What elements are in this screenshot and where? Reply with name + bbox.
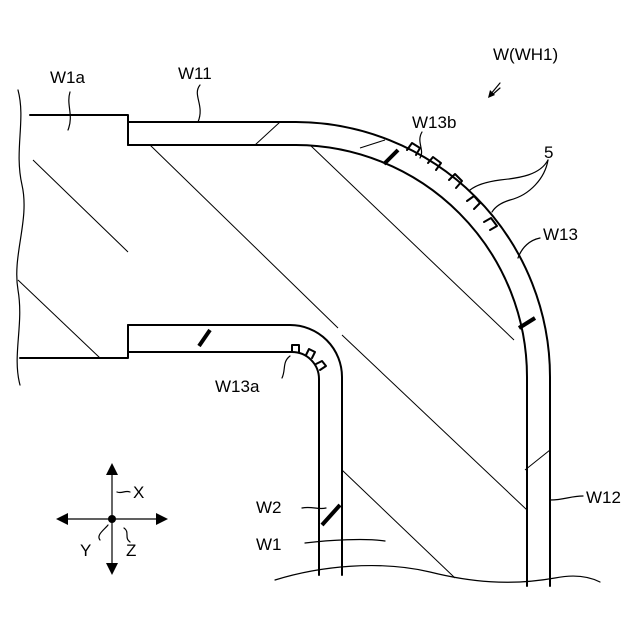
outer-wall-outside [128, 122, 550, 586]
label-w13a: W13a [215, 377, 260, 396]
axis-label-y: Y [80, 541, 91, 560]
workpiece-arrowhead [488, 90, 495, 98]
axis-label-z: Z [126, 541, 136, 560]
bottom-break-line [275, 566, 600, 583]
axis-label-x: X [133, 483, 144, 502]
inner-wall-outside [128, 325, 342, 575]
left-block-bottom [20, 352, 128, 358]
label-w2: W2 [256, 498, 282, 517]
leader-lines [68, 83, 583, 543]
label-w1a: W1a [50, 68, 86, 87]
left-break-line [17, 90, 24, 385]
label-w1: W1 [256, 535, 282, 554]
axis-arrow-down [106, 563, 118, 575]
label-w13b: W13b [412, 113, 456, 132]
axes-symbol [56, 463, 168, 575]
axis-arrow-right [156, 513, 168, 525]
label-protrusions: 5 [544, 143, 553, 162]
axis-arrow-left [56, 513, 68, 525]
label-w11: W11 [178, 64, 212, 83]
axis-origin-dot [108, 515, 116, 523]
left-block-outline [30, 115, 128, 122]
label-w13: W13 [543, 225, 578, 244]
axis-arrow-up [106, 463, 118, 475]
label-workpiece: W(WH1) [493, 45, 558, 64]
label-w12: W12 [586, 488, 621, 507]
